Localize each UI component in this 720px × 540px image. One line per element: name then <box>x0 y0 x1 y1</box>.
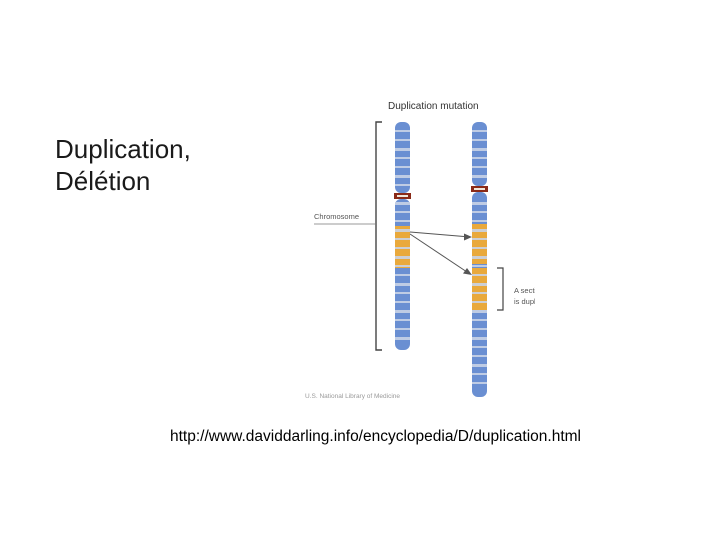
duplicated-section-bracket <box>497 267 504 311</box>
duplication-figure: Duplication mutation Chromosome A sectio… <box>300 92 535 407</box>
duplicated-label-line-1: A section of DNA <box>514 286 535 295</box>
duplicated-label-line-2: is duplicated <box>514 297 535 306</box>
original-chromosome <box>394 122 411 350</box>
slide-title-line-1: Duplication, <box>55 134 191 164</box>
slide-title: Duplication, Délétion <box>55 133 191 197</box>
duplicated-chromosome <box>471 122 488 397</box>
slide-title-line-2: Délétion <box>55 166 151 196</box>
figure-credit: U.S. National Library of Medicine <box>305 393 400 400</box>
chromosome-bracket <box>375 121 382 351</box>
chromosome-label: Chromosome <box>314 212 359 221</box>
source-url: http://www.daviddarling.info/encyclopedi… <box>170 428 581 445</box>
figure-title: Duplication mutation <box>388 101 479 112</box>
duplication-arrows <box>409 231 472 275</box>
